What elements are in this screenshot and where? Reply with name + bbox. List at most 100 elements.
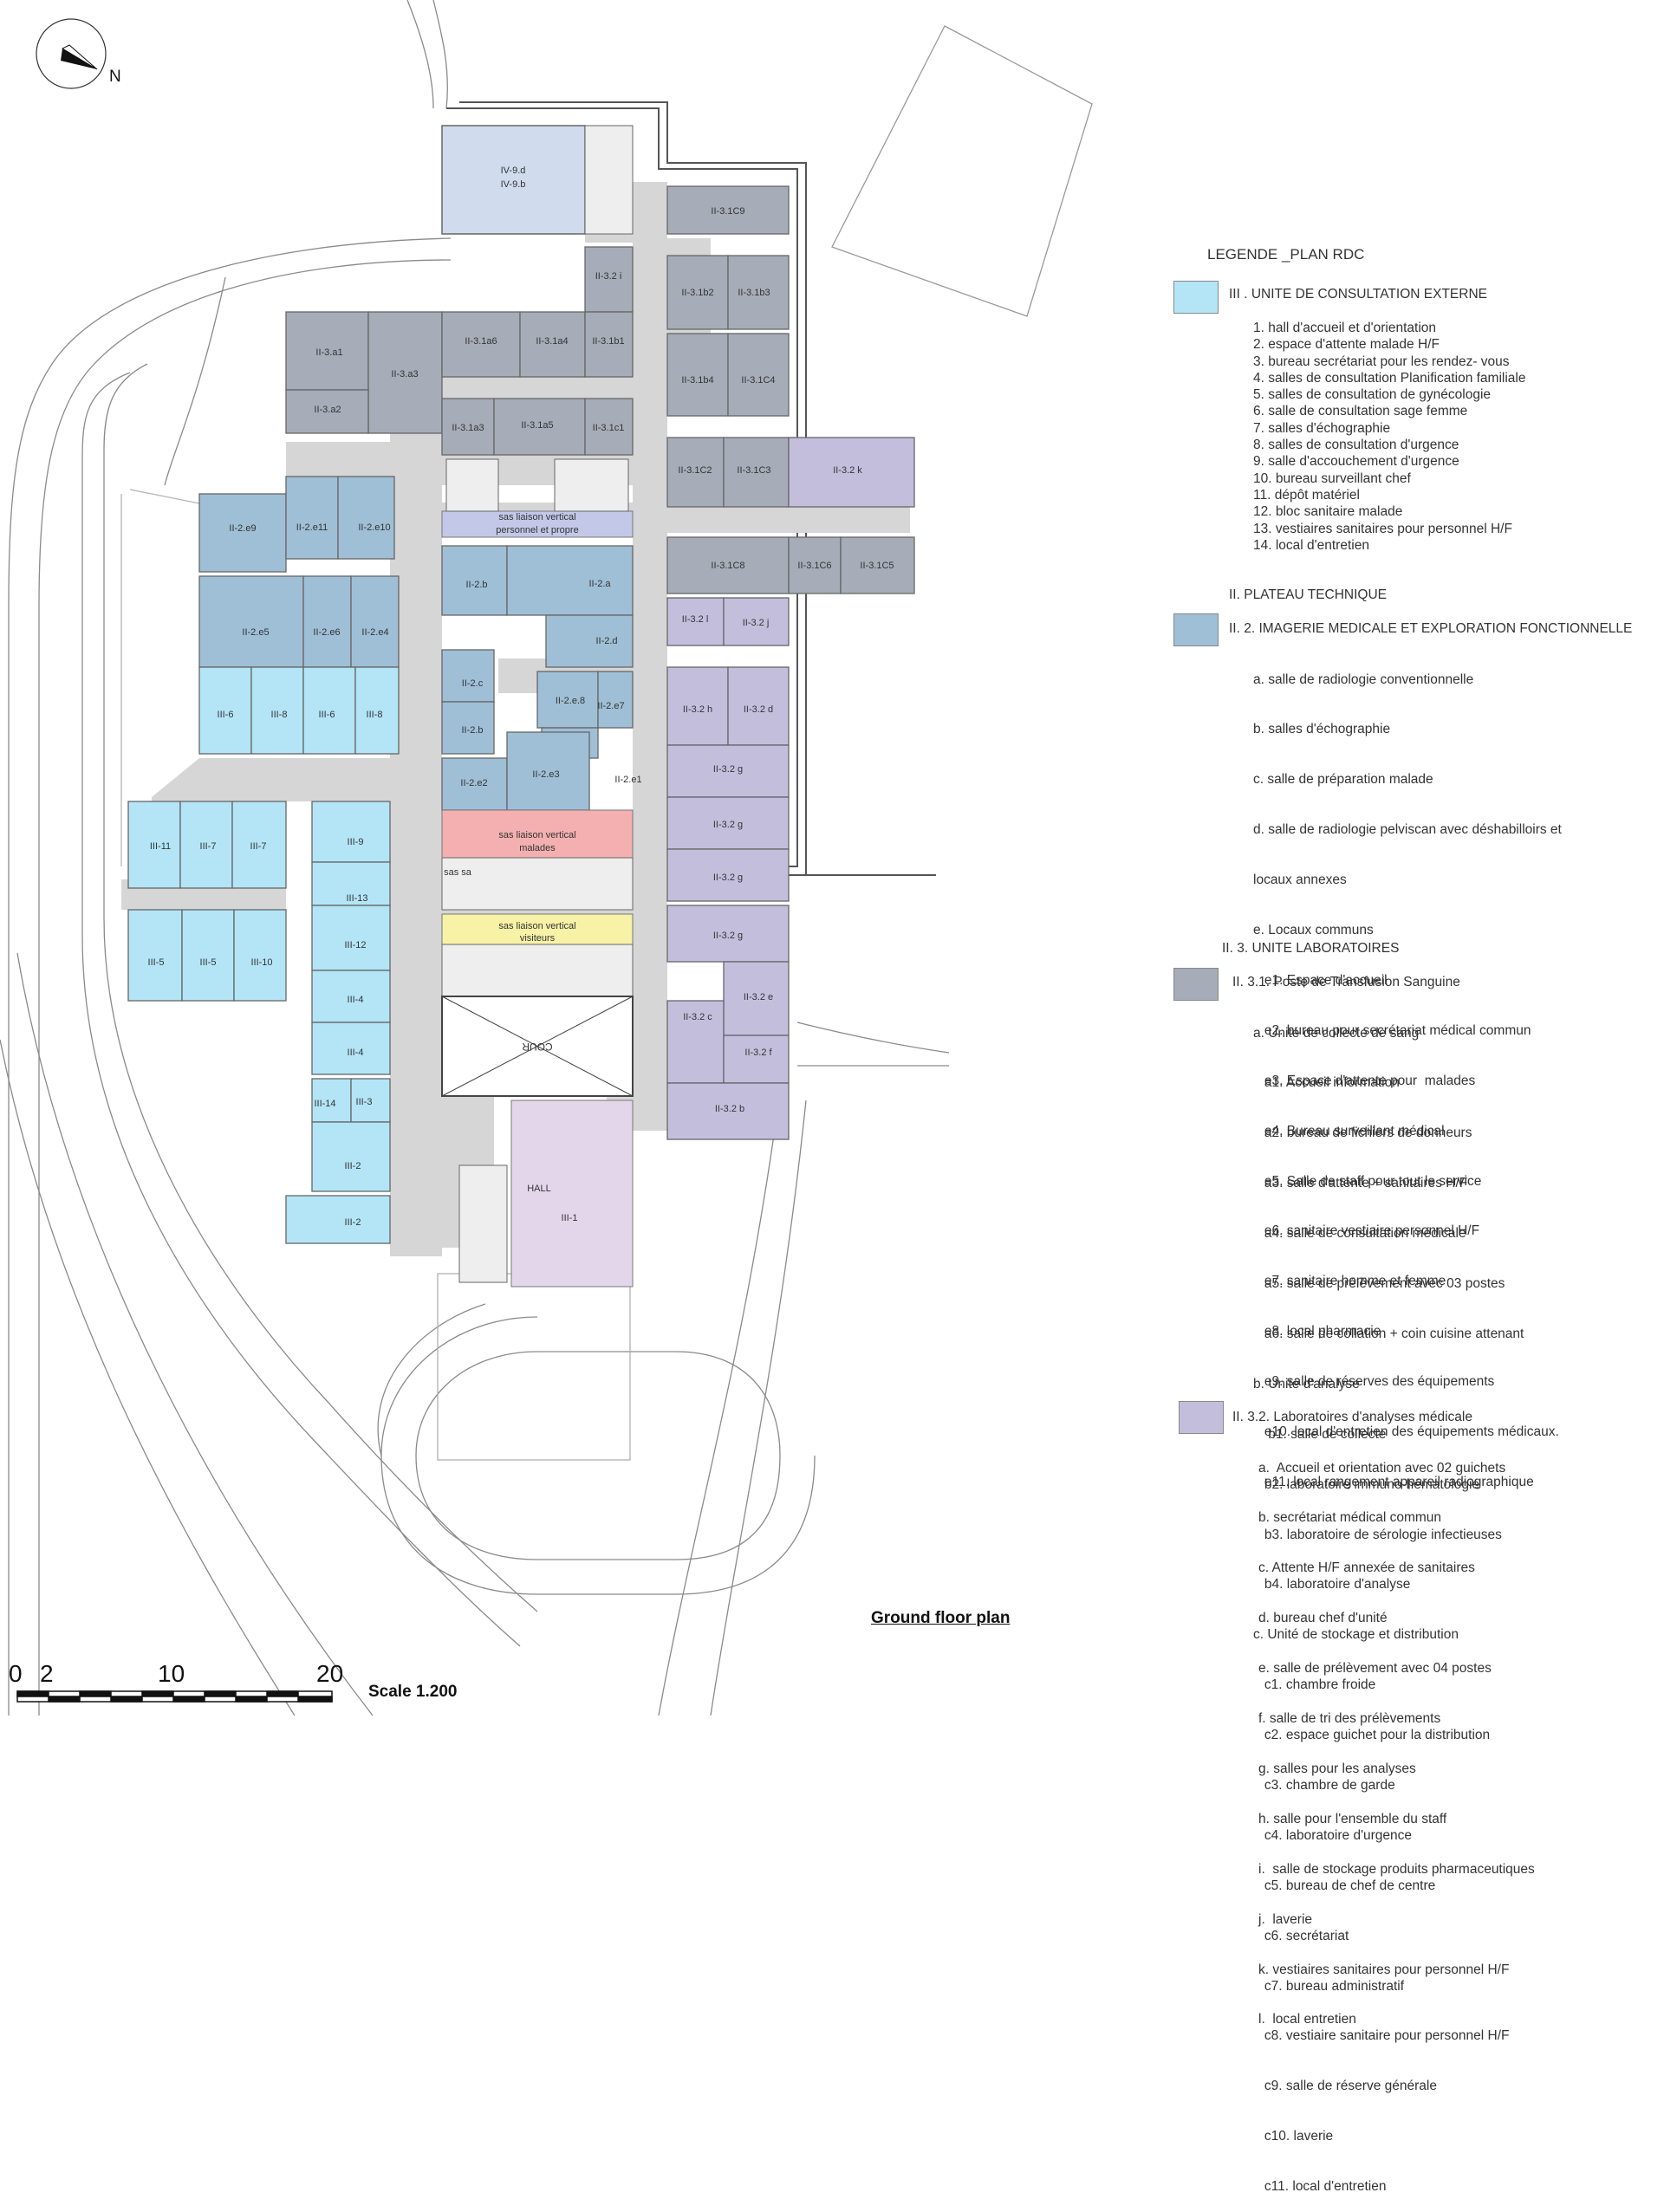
legend-item: d. salle de radiologie pelviscan avec dé… bbox=[1253, 822, 1562, 838]
legend-item: e9. salle de réserves des équipements bbox=[1253, 1374, 1495, 1390]
legend-item: 9. salle d'accouchement d'urgence bbox=[1253, 454, 1459, 470]
stair-hall bbox=[458, 1164, 508, 1283]
room-label: II-3.1c1 bbox=[593, 423, 625, 433]
elevators-mid bbox=[441, 857, 634, 911]
legend-item: c. Unité de stockage et distribution bbox=[1253, 1627, 1459, 1643]
legend-heading-laboratoires: II. 3. UNITE LABORATOIRES bbox=[1222, 941, 1400, 956]
elevators-upper bbox=[554, 458, 629, 512]
legend-item: e7. sanitaire homme et femme bbox=[1253, 1274, 1446, 1289]
swatch-imagerie bbox=[1173, 613, 1219, 646]
room-label: II-2.b bbox=[465, 580, 487, 590]
stair-upper bbox=[445, 458, 499, 512]
room-label: II-3.2 d bbox=[744, 704, 773, 715]
room-label: II-3.2 e bbox=[744, 992, 773, 1002]
room-label: visiteurs bbox=[520, 933, 556, 944]
legend-item: l. local entretien bbox=[1258, 2012, 1356, 2027]
legend-item: b. Unité d'analyse bbox=[1253, 1376, 1360, 1391]
consultation-rooms bbox=[127, 666, 400, 1244]
legend-item: 13. vestiaires sanitaires pour personnel… bbox=[1253, 521, 1512, 536]
room-label: II-2.e.8 bbox=[556, 696, 585, 706]
room-label: III-2 bbox=[345, 1217, 361, 1228]
legend-item: c9. salle de réserve générale bbox=[1253, 2079, 1437, 2094]
room-label: II-3.2 g bbox=[713, 872, 743, 883]
legend-item: e8. local pharmacie bbox=[1253, 1324, 1381, 1340]
sas-visiteurs-band bbox=[441, 913, 634, 945]
room-label: II-3.1b1 bbox=[592, 336, 624, 347]
room-label: II-2.e4 bbox=[361, 627, 388, 638]
scale-bar bbox=[16, 1690, 333, 1703]
room-label: III-10 bbox=[250, 957, 272, 968]
room-label: II-3.1C5 bbox=[860, 561, 894, 571]
legend-item: e3. Espace d'attente pour malades bbox=[1253, 1073, 1476, 1088]
legend-item: b3. laboratoire de sérologie infectieuse… bbox=[1253, 1527, 1502, 1542]
scale-tick-label: 2 bbox=[40, 1660, 54, 1687]
room-label: II-3.1C9 bbox=[711, 206, 744, 217]
room-label: personnel et propre bbox=[496, 525, 578, 535]
room-label: II-3.2 i bbox=[595, 271, 622, 282]
legend-item: i. salle de stockage produits pharmaceut… bbox=[1258, 1861, 1535, 1877]
legend-title: LEGENDE _PLAN RDC bbox=[1207, 246, 1365, 263]
legend-item: e4. Bureau surveillant médical bbox=[1253, 1123, 1445, 1138]
room-label: malades bbox=[519, 843, 556, 853]
room-label: II-2.e3 bbox=[532, 769, 559, 780]
floor-plan: IV-9.d IV-9.b II-3.1C9 II-3.2 i II-3.1b2… bbox=[0, 0, 1093, 1716]
legend-item: b. salles d'échographie bbox=[1253, 722, 1391, 737]
room-label: III-4 bbox=[348, 1048, 364, 1058]
laboratoire-rooms bbox=[666, 437, 915, 1140]
legend-item: 2. espace d'attente malade H/F bbox=[1253, 337, 1440, 353]
legend-item: 4. salles de consultation Planification … bbox=[1253, 370, 1526, 386]
room-label: II-3.2 j bbox=[743, 618, 770, 628]
legend-item: 8. salles de consultation d'urgence bbox=[1253, 438, 1459, 453]
legend-item: a2. bureau de fichiers de donneurs bbox=[1253, 1125, 1472, 1141]
legend-item: d. bureau chef d'unité bbox=[1258, 1611, 1388, 1626]
swatch-consultation bbox=[1173, 281, 1219, 314]
scale-tick-label: 0 bbox=[9, 1660, 23, 1687]
legend-item: 11. dépôt matériel bbox=[1253, 487, 1360, 503]
room-label: II-3.1C3 bbox=[737, 465, 770, 476]
legend-item: e5. Salle de staff pour tout le service bbox=[1253, 1173, 1482, 1189]
legend-item: b4. laboratoire d'analyse bbox=[1253, 1577, 1411, 1593]
legend-item: c. Attente H/F annexée de sanitaires bbox=[1258, 1560, 1475, 1576]
swatch-analyses bbox=[1179, 1401, 1224, 1434]
legend-item: 5. salles de consultation de gynécologie bbox=[1253, 387, 1492, 403]
room-label: III-8 bbox=[367, 710, 383, 720]
swatch-transfusion bbox=[1173, 968, 1219, 1001]
north-label: N bbox=[109, 68, 121, 86]
room-label: III-3 bbox=[356, 1097, 373, 1107]
legend-item: e10. local d'entretien des équipements m… bbox=[1253, 1424, 1559, 1439]
legend-item: e11. local rangement appareil radiograph… bbox=[1253, 1474, 1534, 1489]
room-label: III-2 bbox=[345, 1161, 361, 1171]
legend-heading-plateau: II. PLATEAU TECHNIQUE bbox=[1229, 587, 1388, 602]
legend-item: e2. bureau pour secrétariat médical comm… bbox=[1253, 1022, 1531, 1038]
room-label: II-3.2 b bbox=[715, 1104, 744, 1114]
legend-item: b. secrétariat médical commun bbox=[1258, 1510, 1442, 1526]
room-label: II-3.2 g bbox=[713, 764, 743, 775]
legend-item: a. Accueil et orientation avec 02 guiche… bbox=[1258, 1460, 1506, 1476]
room-label: III-13 bbox=[346, 893, 367, 904]
room-label: III-11 bbox=[150, 841, 171, 852]
room-label: II-2.e11 bbox=[296, 522, 328, 533]
legend-items-imagerie: a. salle de radiologie conventionnelle b… bbox=[1253, 638, 1562, 1507]
room-label: II-2.e7 bbox=[597, 701, 624, 711]
room-label: II-3.2 h bbox=[683, 704, 712, 715]
room-label: II-2.c bbox=[462, 678, 484, 689]
room-label: II-3.1C4 bbox=[741, 375, 775, 386]
legend-item: b1. salle de collecte bbox=[1253, 1426, 1387, 1442]
room-label: II-3.a2 bbox=[314, 405, 341, 415]
room-label: II-3.2 c bbox=[683, 1012, 712, 1022]
room-label: II-3.1b2 bbox=[681, 288, 713, 298]
room-label: II-2.b bbox=[461, 725, 483, 736]
room-label: II-2.e2 bbox=[460, 778, 487, 788]
room-label: II-3.2 f bbox=[744, 1048, 772, 1058]
legend-item: a5. salle de prélèvement avec 03 postes bbox=[1253, 1276, 1505, 1292]
room-label: II-3.1b3 bbox=[738, 288, 770, 298]
room-label: II-3.1b4 bbox=[681, 375, 713, 386]
room-label: II-3.1a6 bbox=[465, 336, 497, 347]
legend-item: h. salle pour l'ensemble du staff bbox=[1258, 1811, 1447, 1826]
room-label: sas sa bbox=[444, 867, 472, 878]
room-label: sas liaison vertical bbox=[498, 921, 575, 931]
legend-item: c. salle de préparation malade bbox=[1253, 772, 1433, 788]
legend-item: k. vestiaires sanitaires pour personnel … bbox=[1258, 1962, 1510, 1977]
plan-caption: Ground floor plan bbox=[871, 1609, 1011, 1627]
scale-text: Scale 1.200 bbox=[368, 1683, 458, 1701]
